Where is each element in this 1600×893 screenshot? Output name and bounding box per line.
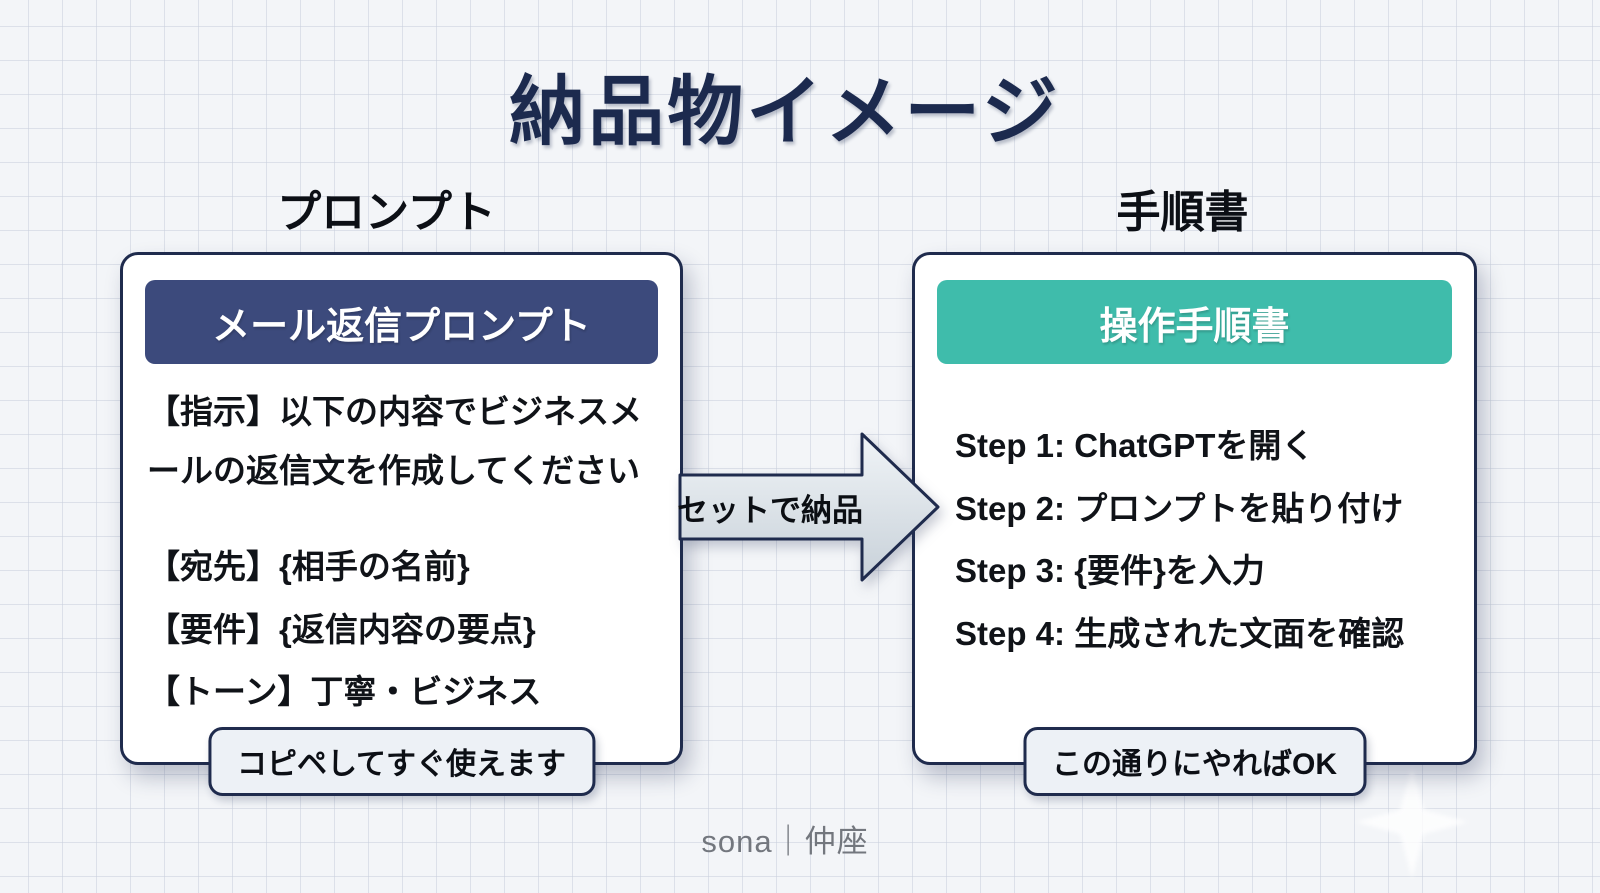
arrow-label: セットで納品 [677, 492, 863, 528]
manual-card: 操作手順書 Step 1: ChatGPTを開く Step 2: プロンプトを貼… [912, 252, 1477, 796]
prompt-card-header: メール返信プロンプト [145, 280, 658, 364]
footer-credit: sona｜仲座 [701, 824, 869, 859]
sparkle-icon [1356, 766, 1468, 878]
manual-card-header: 操作手順書 [937, 280, 1452, 364]
manual-step-4: Step 4: 生成された文面を確認 [955, 614, 1405, 652]
prompt-card-badge: コピペしてすぐ使えます [207, 727, 596, 796]
prompt-field-recipient: 【宛先】{相手の名前} [147, 548, 470, 586]
set-delivery-arrow: セットで納品 [676, 428, 944, 586]
prompt-field-subject: 【要件】{返信内容の要点} [147, 610, 536, 648]
manual-card-badge: この通りにやればOK [1023, 727, 1366, 796]
manual-step-3: Step 3: {要件}を入力 [955, 552, 1265, 590]
slide-title: 納品物イメージ [509, 70, 1061, 155]
prompt-card-body: 【指示】以下の内容でビジネスメールの返信文を作成してください 【宛先】{相手の名… [147, 383, 666, 723]
prompt-field-tone: 【トーン】丁寧・ビジネス [147, 672, 542, 710]
manual-steps-list: Step 1: ChatGPTを開く Step 2: プロンプトを貼り付け St… [955, 427, 1464, 680]
manual-section-label: 手順書 [1116, 188, 1249, 237]
prompt-section-label: プロンプト [277, 188, 496, 237]
manual-step-2: Step 2: プロンプトを貼り付け [955, 489, 1404, 527]
right-block-arrow-icon [678, 432, 940, 582]
manual-step-1: Step 1: ChatGPTを開く [955, 427, 1315, 464]
prompt-instruction-line: 【指示】以下の内容でビジネスメールの返信文を作成してください [147, 393, 642, 489]
prompt-card: メール返信プロンプト 【指示】以下の内容でビジネスメールの返信文を作成してくださ… [120, 252, 683, 796]
